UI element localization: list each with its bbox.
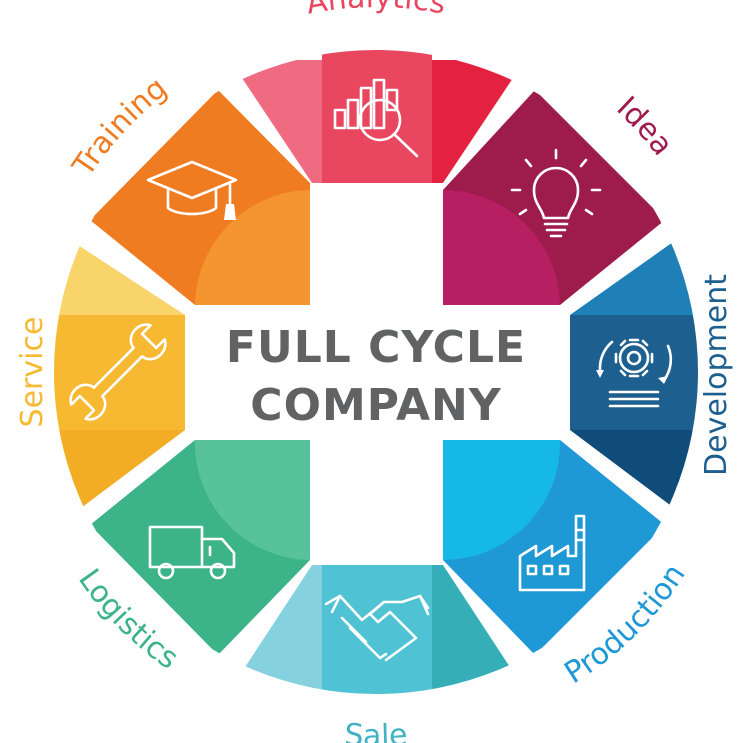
wrench-icon: [69, 323, 167, 421]
segment-logistics[interactable]: [90, 440, 310, 655]
label-development: Development: [699, 274, 734, 476]
segment-service[interactable]: [50, 230, 185, 520]
label-idea: Idea: [610, 90, 680, 163]
label-sale: Sale: [343, 717, 408, 743]
segment-idea[interactable]: [443, 90, 665, 305]
segment-sale[interactable]: [230, 565, 525, 700]
segment-training[interactable]: [90, 90, 310, 305]
label-service: Service: [15, 317, 50, 428]
lightbulb-icon: [510, 148, 602, 238]
label-analytics: Analytics: [304, 0, 449, 22]
delivery-truck-icon: [148, 525, 236, 580]
segment-analytics[interactable]: [230, 50, 525, 183]
handshake-icon: [324, 594, 430, 662]
center-title-line1: FULL CYCLE: [226, 322, 526, 373]
segment-production[interactable]: [443, 440, 665, 655]
analytics-magnifier-icon: [333, 78, 419, 158]
factory-icon: [518, 514, 586, 592]
gear-cycle-icon: [596, 338, 673, 408]
graduation-cap-icon: [146, 160, 238, 220]
center-title-line2: COMPANY: [250, 380, 502, 431]
